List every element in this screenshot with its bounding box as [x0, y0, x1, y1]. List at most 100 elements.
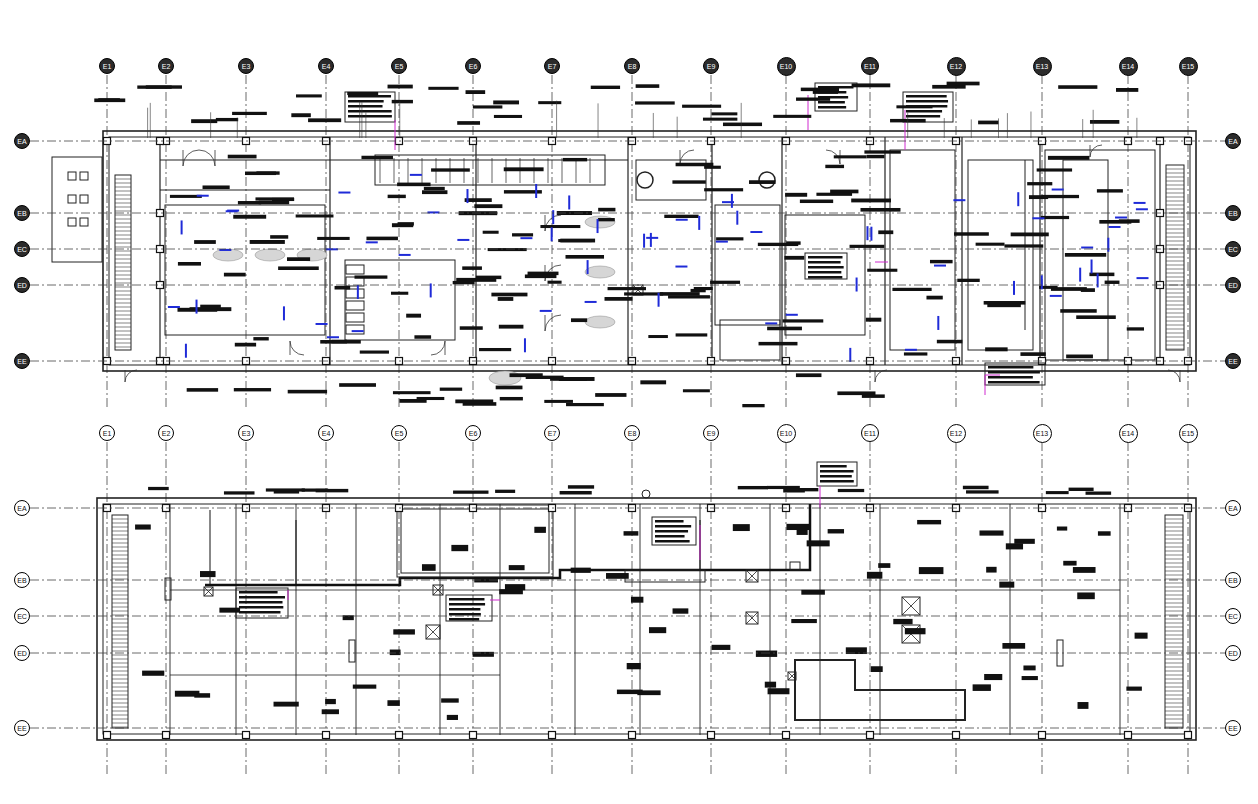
- redacted-note: [498, 297, 514, 301]
- stair-tread: [1165, 711, 1183, 712]
- redacted-note: [834, 155, 867, 158]
- fixture-mark: [1052, 189, 1064, 191]
- grid-label: E3: [242, 63, 251, 70]
- stair-tread: [112, 571, 128, 572]
- grid-bubble: E3: [238, 58, 254, 74]
- stair-tread: [1166, 341, 1184, 342]
- redacted-note: [219, 608, 240, 613]
- stair-tread: [1165, 719, 1183, 720]
- fixture-mark: [1136, 277, 1148, 279]
- stair-tread: [1166, 317, 1184, 318]
- redacted-note: [451, 545, 468, 551]
- redacted-note: [320, 340, 361, 344]
- door-swing: [125, 370, 137, 382]
- leader-line: [556, 101, 557, 138]
- fixture-mark: [643, 234, 645, 248]
- upper-floor-plan: [52, 82, 1196, 408]
- fixture-mark: [937, 316, 939, 330]
- redacted-note: [733, 524, 750, 531]
- redacted-note: [783, 319, 824, 322]
- stair-tread: [112, 599, 128, 600]
- equipment-cross: [746, 612, 758, 624]
- redacted-note: [703, 118, 737, 121]
- redacted-note: [366, 237, 397, 241]
- fixture-mark: [316, 323, 328, 325]
- stair-tread: [112, 663, 128, 664]
- stair-tread: [1166, 301, 1184, 302]
- redacted-note: [808, 256, 843, 259]
- fixture-mark: [352, 330, 364, 332]
- outer-wall: [103, 131, 1196, 371]
- column-pillar: [867, 732, 874, 739]
- fixture-mark: [338, 192, 350, 194]
- stair-tread: [1166, 345, 1184, 346]
- stair-tread: [112, 623, 128, 624]
- redacted-note: [984, 674, 1002, 680]
- fixture-mark: [934, 265, 946, 267]
- fixture-mark: [399, 254, 411, 256]
- roof-drain: [642, 490, 650, 498]
- grid-line: [30, 213, 1225, 214]
- equipment-box: [204, 587, 213, 596]
- stair-tread: [112, 639, 128, 640]
- redacted-note: [1073, 567, 1096, 573]
- grid-bubble: ED: [14, 645, 30, 661]
- column-pillar: [470, 732, 477, 739]
- stair-tread: [112, 675, 128, 676]
- redacted-note: [627, 663, 641, 669]
- grid-label: E9: [707, 430, 716, 437]
- redacted-note: [391, 292, 408, 295]
- stair-tread: [112, 647, 128, 648]
- stair-tread: [1165, 647, 1183, 648]
- redacted-note: [1027, 182, 1052, 185]
- redacted-note: [495, 490, 515, 493]
- column-pillar: [629, 732, 636, 739]
- stair-tread: [1165, 559, 1183, 560]
- redacted-note: [250, 240, 285, 244]
- redacted-note: [317, 237, 349, 240]
- fixture-mark: [650, 233, 652, 247]
- grid-bubble: E12: [947, 57, 966, 76]
- stair-tread: [115, 211, 131, 212]
- grid-label: E6: [469, 430, 478, 437]
- equipment-unit: [80, 218, 88, 226]
- stair-tread: [1165, 607, 1183, 608]
- stair-tread: [115, 235, 131, 236]
- redacted-note: [932, 85, 965, 89]
- stair-tread: [115, 315, 131, 316]
- grid-bubble: EA: [14, 133, 30, 149]
- stair-tread: [1166, 185, 1184, 186]
- redacted-note: [716, 237, 743, 240]
- redacted-note: [672, 180, 705, 183]
- stair-tread: [1166, 281, 1184, 282]
- redacted-note: [867, 155, 885, 158]
- grid-label: EE: [1228, 358, 1237, 365]
- equipment-box: [902, 597, 920, 615]
- redacted-note: [640, 380, 666, 384]
- redacted-note: [431, 168, 470, 171]
- door-swing: [1090, 145, 1102, 157]
- redacted-note: [525, 274, 557, 278]
- redacted-note: [631, 597, 643, 603]
- grid-label: EA: [17, 505, 26, 512]
- shaft-outline: [401, 509, 549, 573]
- redacted-note: [449, 603, 485, 606]
- stair-tread: [115, 263, 131, 264]
- redacted-note: [460, 326, 483, 330]
- redacted-note: [335, 286, 351, 290]
- stair-tread: [115, 199, 131, 200]
- partition-wall: [562, 158, 563, 183]
- stair-tread: [1165, 691, 1183, 692]
- redacted-note: [904, 352, 927, 355]
- partition-wall: [880, 504, 881, 735]
- stair-tread: [1165, 659, 1183, 660]
- column-grid-line: [632, 442, 633, 776]
- redacted-note: [852, 83, 891, 87]
- fixture-mark: [327, 336, 339, 338]
- redacted-note: [694, 287, 713, 290]
- stair-tread: [1165, 543, 1183, 544]
- equipment-cross: [788, 672, 796, 680]
- stair-tread: [115, 259, 131, 260]
- redacted-note: [266, 488, 305, 491]
- stair-tread: [1165, 551, 1183, 552]
